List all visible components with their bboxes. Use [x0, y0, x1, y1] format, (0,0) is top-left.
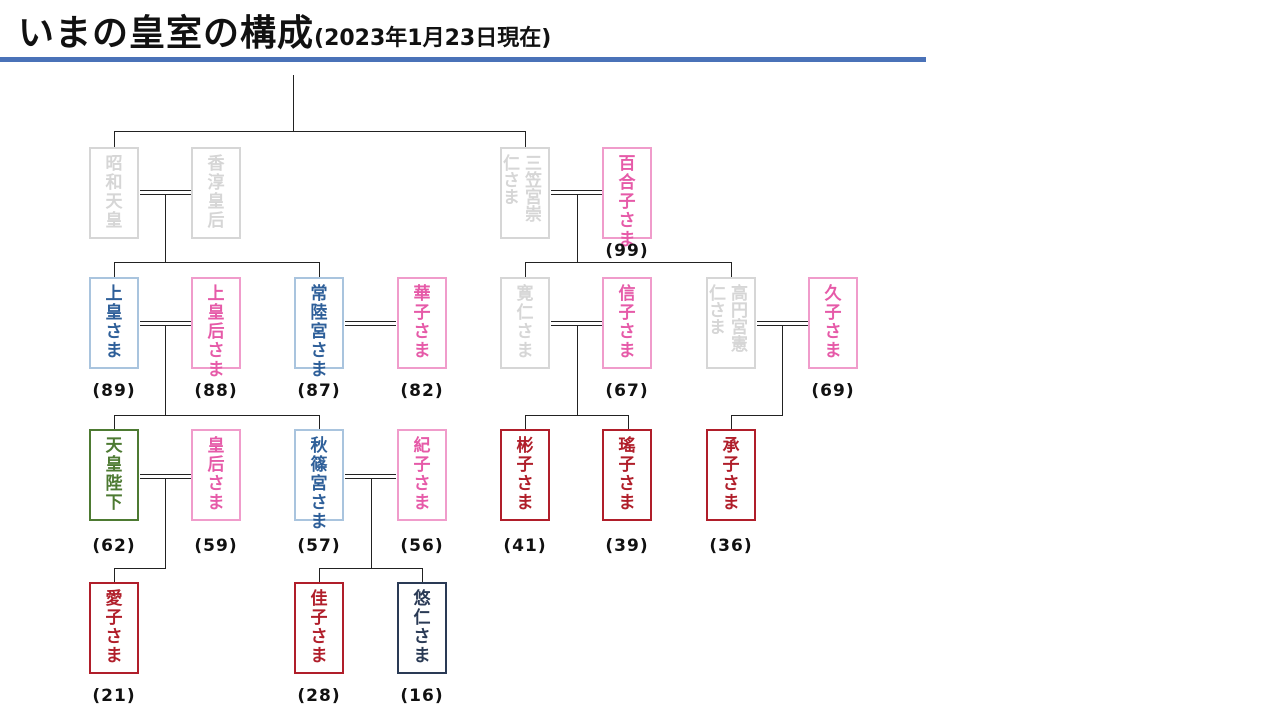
person-tenno: 天皇陛下	[89, 429, 139, 521]
person-age: (88)	[194, 381, 238, 401]
descent-joko	[114, 325, 320, 429]
title-main: いまの皇室の構成	[18, 13, 315, 54]
person-name: 三笠宮崇仁さま	[499, 154, 541, 222]
person-age: (21)	[92, 686, 136, 706]
person-name: 久子さま	[824, 284, 842, 361]
person-age: (41)	[503, 536, 547, 556]
descent-showa	[114, 194, 320, 277]
marriage-mikasa-yuriko	[551, 190, 602, 195]
person-takamado: 高円宮憲仁さま	[705, 277, 756, 369]
marriage-hitachi-hanako	[345, 321, 396, 326]
person-yuriko: 百合子さま	[602, 147, 652, 250]
person-kojun: 香淳皇后	[191, 147, 241, 239]
person-age: (28)	[297, 686, 341, 706]
person-name: 常陸宮さま	[310, 284, 328, 380]
marriage-takamado-hisako	[757, 321, 808, 326]
person-tsuguko: 承子さま	[706, 429, 756, 521]
person-name: 華子さま	[413, 284, 431, 361]
person-tomohito: 寛仁さま	[500, 277, 550, 369]
person-age: (82)	[400, 381, 444, 401]
person-mikasa: 三笠宮崇仁さま	[499, 147, 550, 239]
person-name: 悠仁さま	[413, 589, 431, 666]
person-age: (36)	[709, 536, 753, 556]
person-nobuko: 信子さま	[602, 277, 652, 369]
person-age: (56)	[400, 536, 444, 556]
person-aiko: 愛子さま	[89, 582, 139, 674]
person-name: 愛子さま	[105, 589, 123, 666]
person-name: 佳子さま	[310, 589, 328, 666]
person-name: 紀子さま	[413, 436, 431, 513]
person-age: (87)	[297, 381, 341, 401]
person-hitachi: 常陸宮さま	[294, 277, 344, 380]
person-jokogo: 上皇后さま	[191, 277, 241, 380]
person-age: (16)	[400, 686, 444, 706]
person-age: (57)	[297, 536, 341, 556]
person-age: (99)	[605, 241, 649, 261]
person-akiko: 彬子さま	[500, 429, 550, 521]
root-line	[114, 75, 526, 147]
marriage-tomohito-nobuko	[551, 321, 602, 326]
person-age: (67)	[605, 381, 649, 401]
person-name: 昭和天皇	[105, 154, 123, 231]
person-name: 寛仁さま	[516, 284, 534, 361]
person-name: 香淳皇后	[207, 154, 225, 231]
title-underline	[0, 57, 926, 62]
person-age: (89)	[92, 381, 136, 401]
person-akishino: 秋篠宮さま	[294, 429, 344, 532]
marriage-akishino-kiko	[345, 474, 396, 479]
person-age: (62)	[92, 536, 136, 556]
person-name: 秋篠宮さま	[310, 436, 328, 532]
person-hanako: 華子さま	[397, 277, 447, 369]
person-name: 天皇陛下	[105, 436, 123, 513]
marriage-showa-kojun	[140, 190, 191, 195]
person-name: 彬子さま	[516, 436, 534, 513]
person-age: (39)	[605, 536, 649, 556]
descent-tenno	[114, 478, 166, 582]
person-age: (69)	[811, 381, 855, 401]
marriage-tenno-kogo	[140, 474, 191, 479]
person-kogo: 皇后さま	[191, 429, 241, 521]
person-yoko: 瑤子さま	[602, 429, 652, 521]
person-kiko: 紀子さま	[397, 429, 447, 521]
descent-tomohito	[525, 325, 629, 429]
person-name: 高円宮憲仁さま	[705, 284, 747, 352]
title-date: (2023年1月23日現在)	[314, 26, 552, 51]
person-name: 上皇さま	[105, 284, 123, 361]
descent-mikasa	[525, 194, 732, 277]
person-hisako: 久子さま	[808, 277, 858, 369]
person-name: 百合子さま	[618, 154, 636, 250]
descent-takamado	[731, 325, 783, 429]
person-hisahito: 悠仁さま	[397, 582, 447, 674]
person-showa: 昭和天皇	[89, 147, 139, 239]
person-age: (59)	[194, 536, 238, 556]
person-name: 承子さま	[722, 436, 740, 513]
person-name: 信子さま	[618, 284, 636, 361]
descent-akishino	[319, 478, 423, 582]
marriage-joko-jokogo	[140, 321, 191, 326]
person-kako: 佳子さま	[294, 582, 344, 674]
person-joko: 上皇さま	[89, 277, 139, 369]
page-title: いまの皇室の構成(2023年1月23日現在)	[18, 4, 551, 56]
person-name: 瑤子さま	[618, 436, 636, 513]
person-name: 上皇后さま	[207, 284, 225, 380]
person-name: 皇后さま	[207, 436, 225, 513]
